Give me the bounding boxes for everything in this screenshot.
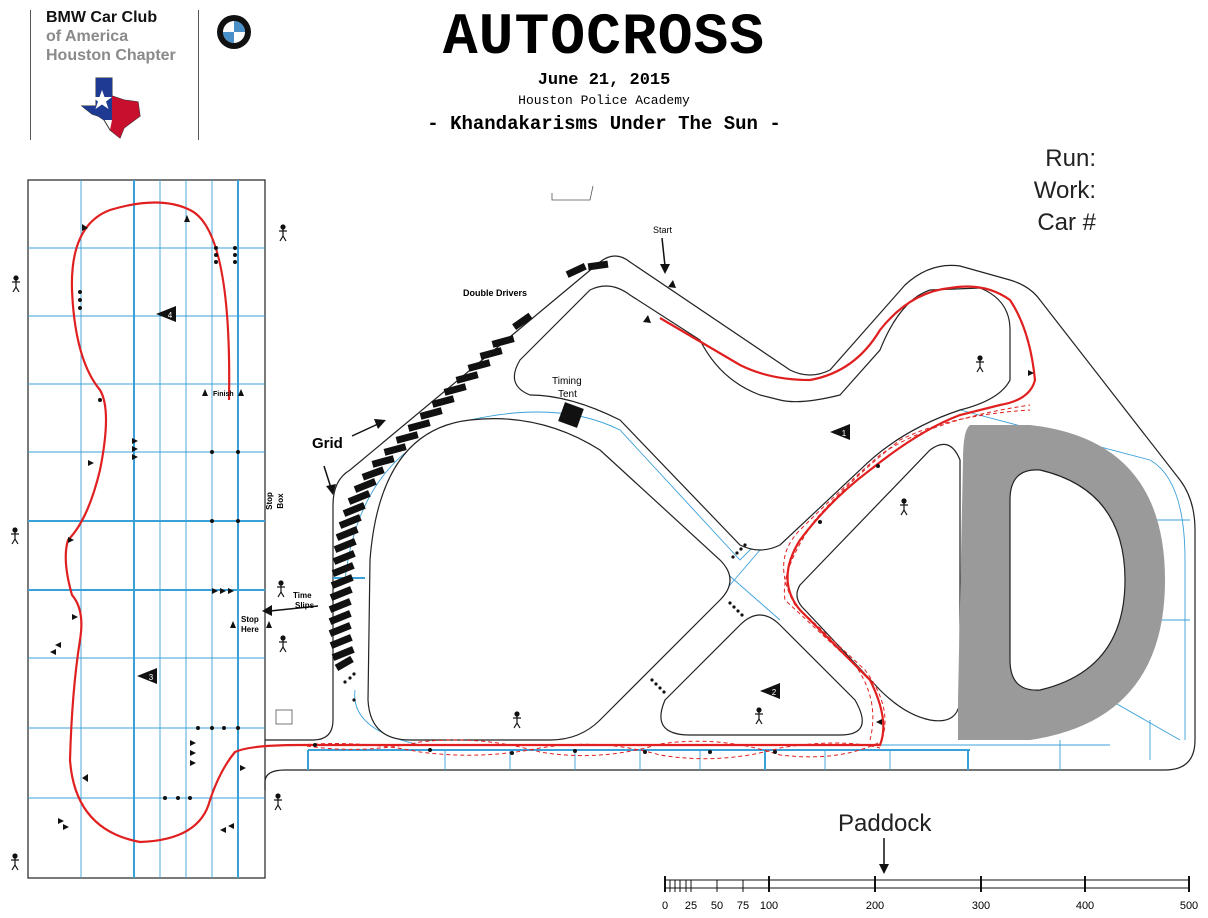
club-line3: Houston Chapter xyxy=(46,47,176,64)
left-island xyxy=(367,418,731,741)
club-line2: of America xyxy=(46,28,129,45)
cone-icon xyxy=(78,246,880,800)
marker-3: 3 xyxy=(149,673,154,682)
run-field: Run: xyxy=(1045,145,1096,172)
scale-tick-0: 0 xyxy=(661,900,669,912)
page-title: AUTOCROSS xyxy=(442,6,766,71)
tent-icon xyxy=(558,402,584,428)
pointer-arrows xyxy=(262,237,889,874)
event-subtitle: - Khandakarisms Under The Sun - xyxy=(427,113,781,135)
scale-tick-50: 50 xyxy=(710,900,724,912)
scale-tick-200: 200 xyxy=(865,900,885,912)
paddock-label: Paddock xyxy=(838,810,932,837)
time-slips-label-2: Slips xyxy=(295,601,315,610)
racing-line-left xyxy=(64,201,301,844)
main-lot-outline xyxy=(332,255,1196,771)
connector-lower xyxy=(264,769,1120,790)
course-worker-icon xyxy=(11,224,984,871)
marker-1: 1 xyxy=(842,429,847,438)
double-drivers-label: Double Drivers xyxy=(463,288,527,298)
work-field: Work: xyxy=(1033,177,1096,204)
stop-here-label-1: Stop xyxy=(241,615,259,624)
top-island xyxy=(513,285,1011,551)
car-number-field: Car # xyxy=(1037,209,1096,236)
scale-tick-75: 75 xyxy=(736,900,750,912)
bmw-roundel-icon xyxy=(217,15,251,49)
pylon-marker-icon xyxy=(50,215,1034,833)
bottom-island xyxy=(660,614,863,736)
texas-flag-icon xyxy=(80,77,141,139)
stop-here-label-2: Here xyxy=(241,625,259,634)
grid-stalls xyxy=(328,260,609,671)
stop-box-label-1: Stop xyxy=(265,492,274,510)
club-line1: BMW Car Club xyxy=(46,9,158,26)
scale-tick-100: 100 xyxy=(759,900,779,912)
time-slips-label-1: Time xyxy=(293,591,312,600)
scale-tick-500: 500 xyxy=(1179,900,1199,912)
marker-4: 4 xyxy=(168,311,173,320)
club-name: BMW Car Club of America Houston Chapter xyxy=(46,8,176,65)
left-lot-outline xyxy=(27,179,266,879)
event-venue: Houston Police Academy xyxy=(518,93,690,108)
skidpad-inner xyxy=(1009,469,1126,691)
scale-tick-400: 400 xyxy=(1075,900,1095,912)
station-markers: 4 3 1 2 xyxy=(137,306,850,699)
right-island xyxy=(796,443,961,722)
racing-line-main xyxy=(300,285,1037,747)
event-date: June 21, 2015 xyxy=(537,71,671,90)
distance-scale xyxy=(664,876,1190,892)
left-lot-grid xyxy=(28,180,265,878)
stop-box-label-2: Box xyxy=(276,493,285,509)
connector-upper xyxy=(265,505,334,741)
logo-divider-left xyxy=(30,10,31,140)
scale-tick-25: 25 xyxy=(684,900,698,912)
grid-label: Grid xyxy=(312,435,343,452)
marker-2: 2 xyxy=(772,688,777,697)
timing-tent-label-1: Timing xyxy=(552,376,582,387)
logo-divider-right xyxy=(198,10,199,140)
finish-label: Finish xyxy=(213,391,234,398)
start-label: Start xyxy=(653,225,673,235)
timing-tent-label-2: Tent xyxy=(558,389,577,400)
scale-tick-300: 300 xyxy=(971,900,991,912)
